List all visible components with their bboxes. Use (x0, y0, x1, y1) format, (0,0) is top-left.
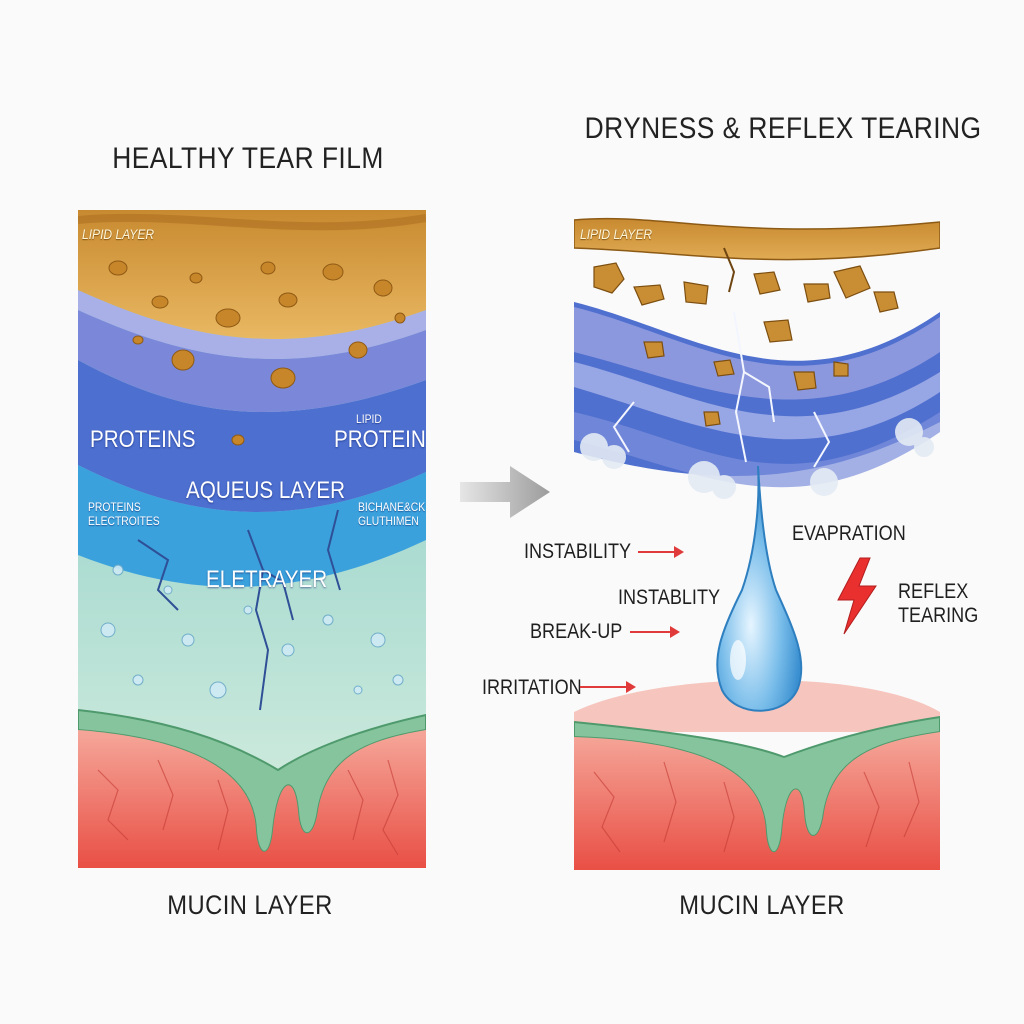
left-protein-label: PROTEIN (334, 426, 426, 453)
instability-arrow-icon (638, 546, 684, 558)
left-aqueous-layer-label: AQUEUS LAYER (186, 477, 346, 504)
irritation-arrow-icon (580, 681, 636, 693)
right-irritation-label: IRRITATION (482, 676, 582, 699)
breakup-arrow-icon (630, 626, 680, 638)
tearing-line: TEARING (898, 604, 979, 627)
left-proteins-electrolytes-line-2: ELECTROITES (88, 514, 160, 528)
left-bicarb-line-1: BICHANE&CK (358, 500, 426, 514)
left-lipid-layer-label: LIPID LAYER (82, 226, 155, 242)
left-panel-title: HEALTHY TEAR FILM (112, 142, 384, 175)
lightning-bolt-icon (837, 557, 877, 635)
left-proteins-label: PROTEINS (90, 426, 196, 453)
tear-drop-icon (716, 465, 803, 712)
right-lipid-layer-label: LIPID LAYER (580, 226, 653, 242)
reflex-line: REFLEX (898, 580, 969, 603)
left-bicarb-label: BICHANE&CK GLUTHIMEN (358, 500, 425, 528)
right-instability-label-1: INSTABILITY (524, 540, 632, 563)
right-instability-label-2: INSTABLITY (618, 586, 721, 609)
right-evaporation-label: EVAPRATION (792, 522, 906, 545)
left-proteins-electrolytes-label: PROTEINS ELECTROITES (88, 500, 160, 528)
left-mucin-caption: MUCIN LAYER (167, 890, 333, 920)
right-panel-title: DRYNESS & REFLEX TEARING (584, 112, 982, 145)
right-breakup-label: BREAK-UP (530, 620, 623, 643)
dryness-tear-film-illustration (574, 212, 940, 870)
right-mucin-caption: MUCIN LAYER (679, 890, 845, 920)
left-eletrayer-label: ELETRAYER (206, 566, 328, 593)
right-reflex-tearing-label: REFLEX TEARING (898, 580, 978, 628)
left-bicarb-line-2: GLUTHIMEN (358, 514, 419, 528)
left-proteins-electrolytes-line-1: PROTEINS (88, 500, 141, 514)
left-lipid-small-label: LIPID (356, 412, 382, 426)
right-arrow-icon (460, 466, 550, 518)
healthy-tear-film-illustration (78, 210, 426, 868)
